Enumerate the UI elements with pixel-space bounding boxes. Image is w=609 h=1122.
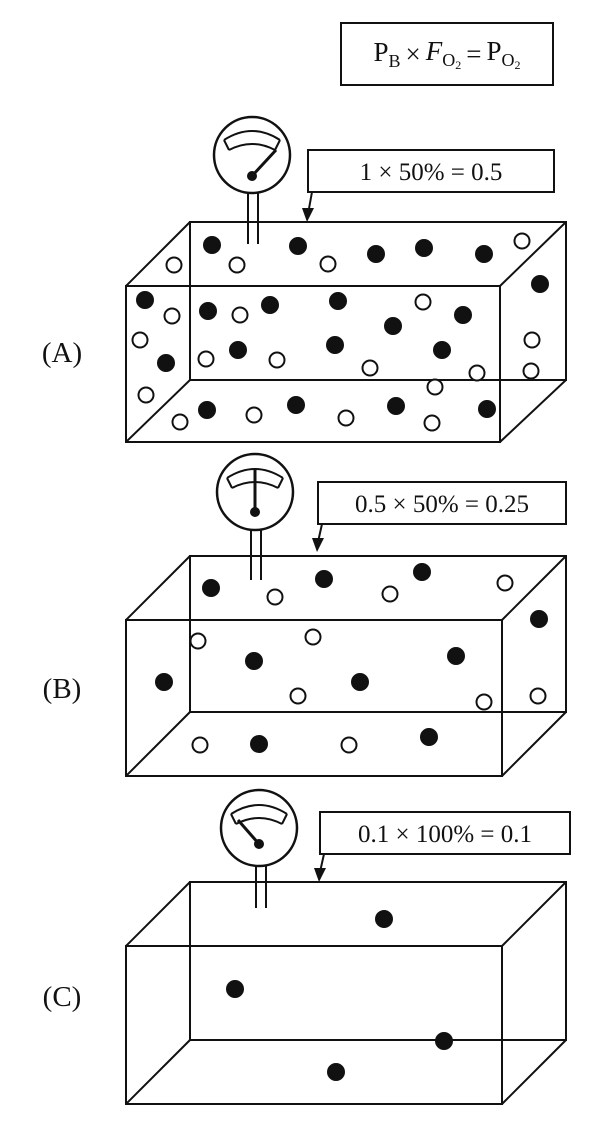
open-molecule-icon (197, 350, 215, 368)
open-molecule-icon (529, 687, 547, 705)
open-molecule-icon (189, 632, 207, 650)
filled-molecule-icon (447, 647, 465, 665)
open-molecule-icon (171, 413, 189, 431)
filled-molecule-icon (327, 1063, 345, 1081)
molecules-b (155, 563, 548, 754)
open-molecule-icon (228, 256, 246, 274)
open-molecule-icon (268, 351, 286, 369)
filled-molecule-icon (326, 336, 344, 354)
formula-equals: = (466, 38, 482, 69)
calc-a: 1 × 50% = 0.5 (360, 159, 503, 186)
open-molecule-icon (468, 364, 486, 382)
open-molecule-icon (522, 362, 540, 380)
filled-molecule-icon (351, 673, 369, 691)
label-b: (B) (43, 673, 82, 705)
filled-molecule-icon (329, 292, 347, 310)
filled-molecule-icon (530, 610, 548, 628)
filled-molecule-icon (199, 302, 217, 320)
open-molecule-icon (266, 588, 284, 606)
filled-molecule-icon (202, 579, 220, 597)
filled-molecule-icon (226, 980, 244, 998)
callout-b: 0.5 × 50% = 0.25 (312, 481, 567, 552)
partial-pressure-formula: PB × FO2 = PO2 (340, 22, 554, 86)
open-molecule-icon (131, 331, 149, 349)
filled-molecule-icon (375, 910, 393, 928)
filled-molecule-icon (420, 728, 438, 746)
filled-molecule-icon (136, 291, 154, 309)
molecules-a (131, 232, 549, 432)
filled-molecule-icon (155, 673, 173, 691)
open-molecule-icon (289, 687, 307, 705)
open-molecule-icon (496, 574, 514, 592)
open-molecule-icon (523, 331, 541, 349)
open-molecule-icon (245, 406, 263, 424)
filled-molecule-icon (454, 306, 472, 324)
pressure-gauge-icon (212, 115, 292, 244)
open-molecule-icon (319, 255, 337, 273)
filled-molecule-icon (157, 354, 175, 372)
open-molecule-icon (381, 585, 399, 603)
formula-po2: PO2 (486, 35, 521, 72)
container-a (125, 221, 567, 443)
open-molecule-icon (165, 256, 183, 274)
panel-c: 0.1 × 100% = 0.1 (C) (43, 788, 571, 1105)
filled-molecule-icon (415, 239, 433, 257)
open-molecule-icon (513, 232, 531, 250)
filled-molecule-icon (384, 317, 402, 335)
open-molecule-icon (475, 693, 493, 711)
filled-molecule-icon (289, 237, 307, 255)
filled-molecule-icon (203, 236, 221, 254)
container-b (125, 555, 567, 777)
filled-molecule-icon (229, 341, 247, 359)
filled-molecule-icon (261, 296, 279, 314)
open-molecule-icon (361, 359, 379, 377)
open-molecule-icon (137, 386, 155, 404)
filled-molecule-icon (435, 1032, 453, 1050)
open-molecule-icon (191, 736, 209, 754)
filled-molecule-icon (367, 245, 385, 263)
pressure-gauge-icon (219, 788, 299, 908)
filled-molecule-icon (287, 396, 305, 414)
open-molecule-icon (340, 736, 358, 754)
filled-molecule-icon (315, 570, 333, 588)
filled-molecule-icon (198, 401, 216, 419)
calc-b: 0.5 × 50% = 0.25 (355, 491, 529, 518)
filled-molecule-icon (433, 341, 451, 359)
open-molecule-icon (426, 378, 444, 396)
open-molecule-icon (304, 628, 322, 646)
filled-molecule-icon (387, 397, 405, 415)
callout-a: 1 × 50% = 0.5 (302, 149, 555, 222)
filled-molecule-icon (413, 563, 431, 581)
label-c: (C) (43, 981, 82, 1013)
formula-times: × (405, 38, 421, 69)
open-molecule-icon (337, 409, 355, 427)
molecules-c (226, 910, 453, 1081)
panel-b: 0.5 × 50% = 0.25 (B) (43, 452, 567, 777)
filled-molecule-icon (475, 245, 493, 263)
filled-molecule-icon (478, 400, 496, 418)
filled-molecule-icon (245, 652, 263, 670)
container-c (125, 881, 567, 1105)
filled-molecule-icon (250, 735, 268, 753)
callout-c: 0.1 × 100% = 0.1 (314, 811, 571, 882)
open-molecule-icon (231, 306, 249, 324)
open-molecule-icon (423, 414, 441, 432)
formula-pb: PB (373, 36, 401, 71)
panel-a: 1 × 50% = 0.5 (A) (42, 115, 567, 443)
pressure-gauge-icon (215, 452, 295, 580)
formula-fraction: FO2 (425, 35, 462, 72)
label-a: (A) (42, 337, 82, 369)
open-molecule-icon (163, 307, 181, 325)
calc-c: 0.1 × 100% = 0.1 (358, 821, 532, 848)
open-molecule-icon (414, 293, 432, 311)
filled-molecule-icon (531, 275, 549, 293)
